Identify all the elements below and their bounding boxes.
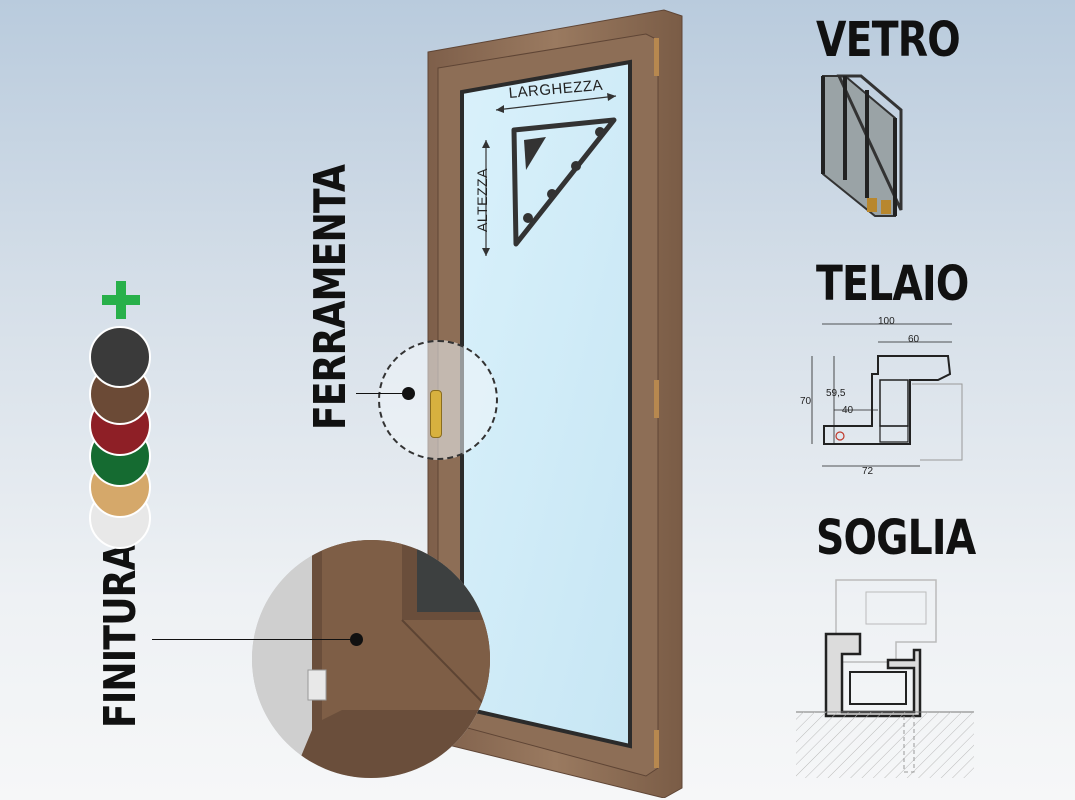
swatch-anthracite[interactable]: [89, 326, 151, 388]
dim-59-5: 59,5: [826, 388, 846, 399]
width-arrow-head-right: [607, 93, 616, 101]
height-arrow-head-top: [482, 140, 490, 148]
door-illustration: [427, 9, 683, 798]
hinge-bottom: [654, 730, 659, 768]
plus-icon-bar: [102, 295, 140, 305]
finish-zoom-joint: [401, 619, 490, 711]
ferramenta-label: FERRAMENTA: [305, 164, 356, 430]
door-icon-fill: [524, 137, 546, 170]
size-diagram: [482, 93, 617, 256]
sash-profile-light-inner: [865, 591, 927, 625]
vetro-heading: VETRO: [816, 12, 961, 68]
dim-72: 72: [862, 466, 874, 477]
finish-magnifier: [252, 540, 490, 778]
triple-glazing-image: [821, 74, 903, 217]
width-arrow: [495, 95, 617, 111]
finish-corner-zoom: [252, 540, 490, 778]
telaio-profile-drawing: 100 60 70 59,5 40 72: [800, 316, 963, 477]
frame-profile-outline: [823, 355, 952, 445]
finitura-leader-line: [152, 639, 358, 640]
glazing-spacer: [881, 200, 891, 214]
telaio-heading: TELAIO: [816, 256, 969, 312]
door-icon-dot: [547, 189, 557, 199]
glazing-spacer: [867, 198, 877, 212]
height-arrow-head-bottom: [482, 248, 490, 256]
door-icon-dot: [595, 127, 605, 137]
dim-70: 70: [800, 396, 812, 407]
frame-profile-wall: [912, 383, 963, 461]
door-icon: [511, 117, 617, 247]
finish-zoom-hinge: [307, 669, 327, 701]
hinge-top: [654, 38, 659, 76]
dim-60: 60: [908, 334, 920, 345]
frame-gasket: [835, 431, 845, 441]
height-label: ALTEZZA: [474, 168, 490, 232]
soglia-heading: SOGLIA: [816, 510, 976, 566]
soglia-profile-drawing: [796, 579, 974, 778]
frame-profile-chamber: [879, 425, 909, 443]
door-icon-dot: [571, 161, 581, 171]
glazing-pane-middle: [836, 74, 903, 211]
hinge-mid: [654, 380, 659, 418]
finitura-label: FINITURA: [95, 543, 146, 728]
door-icon-dot: [523, 213, 533, 223]
ferramenta-dot: [402, 387, 415, 400]
width-arrow-head-left: [496, 105, 504, 113]
ferramenta-leader-line: [356, 393, 408, 394]
finish-zoom-sash: [322, 540, 490, 720]
threshold-anchor: [903, 716, 915, 773]
dim-100: 100: [878, 316, 895, 327]
handle-zoom: [430, 390, 442, 438]
threshold-chamber: [849, 671, 907, 705]
frame-profile-inner: [879, 379, 909, 427]
plus-icon: [102, 281, 140, 319]
glass-pane: [460, 59, 632, 749]
dim-40: 40: [842, 405, 854, 416]
finitura-dot: [350, 633, 363, 646]
threshold-profile: [824, 632, 922, 718]
floor-hatch: [796, 712, 974, 778]
